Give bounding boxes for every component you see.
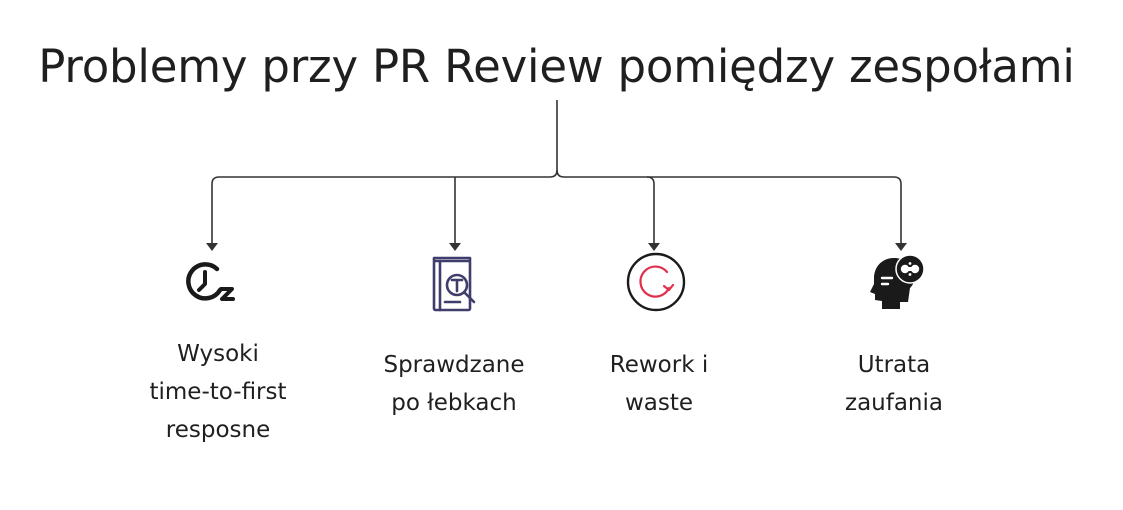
clock-sleep-icon [186, 262, 235, 301]
item-label-line: resposne [165, 417, 271, 443]
item-label-2: Sprawdzane po łebkach [344, 346, 564, 422]
trunk-line [556, 100, 565, 178]
document-search-icon [432, 256, 476, 312]
branch-line-3 [564, 176, 655, 244]
item-label-4: Utrata zaufania [784, 346, 1004, 422]
item-label-line: zaufania [845, 390, 943, 416]
arrowhead-3 [648, 243, 660, 251]
arrowhead-4 [895, 243, 907, 251]
item-label-line: waste [624, 390, 694, 416]
diagram-title: Problemy przy PR Review pomiędzy zespoła… [38, 40, 1075, 93]
head-puzzle-icon [870, 254, 925, 309]
item-label-line: Rework i [609, 352, 709, 378]
item-label-line: Utrata [857, 352, 931, 378]
item-label-line: Wysoki [177, 341, 259, 367]
branch-line-left [211, 169, 558, 244]
item-label-3: Rework i waste [549, 346, 769, 422]
arrowhead-2 [449, 243, 461, 251]
branch-line-right [647, 176, 902, 244]
item-label-line: po łebkach [391, 390, 517, 416]
arrowhead-1 [206, 243, 218, 251]
item-label-line: Sprawdzane [383, 352, 525, 378]
item-label-line: time-to-first [149, 379, 287, 405]
item-label-1: Wysoki time-to-first resposne [108, 335, 328, 449]
refresh-circle-icon [626, 252, 686, 312]
